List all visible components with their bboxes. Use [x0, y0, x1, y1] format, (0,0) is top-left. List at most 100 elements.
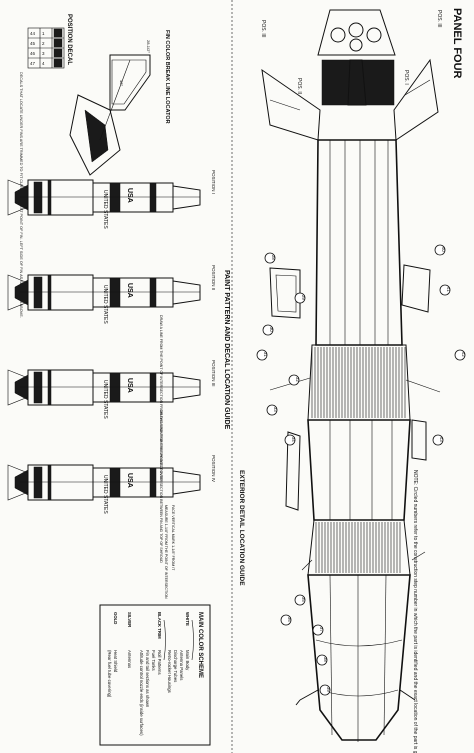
position-view-label: POSITION III	[211, 360, 216, 387]
step-callouts: 28 29 30 31 32 33 34 35 36 37 38 39 40 41 42 43	[256, 244, 466, 696]
paint-guide-section: PAINT PATTERN AND DECAL LOCATION GUIDE P…	[7, 14, 230, 746]
stage-lettering: UNITED STATES	[102, 285, 108, 324]
position-view-3: USA UNITED STATES POSITION III DRAW A LI…	[7, 360, 216, 563]
callout-circle	[294, 594, 306, 606]
silver-item: Antennas	[127, 650, 132, 668]
callout-number: 30	[269, 327, 274, 332]
callout-number: 35	[301, 597, 306, 602]
callout-number: 33	[273, 407, 278, 412]
callout-circle	[294, 292, 306, 304]
paint-guide-title: PAINT PATTERN AND DECAL LOCATION GUIDE	[223, 270, 230, 430]
decal-cell: 46	[30, 51, 36, 56]
fin	[393, 58, 439, 141]
exterior-guide-section: EXTERIOR DETAIL LOCATION GUIDE PANEL FOU…	[238, 8, 466, 753]
step-callout: 39	[319, 684, 331, 696]
decal-cell: 3	[42, 51, 45, 56]
callout-number: 34	[291, 437, 296, 442]
color-black-trim: BLACK TRIM	[157, 612, 162, 639]
decal-cell: 47	[30, 61, 36, 66]
callout-number: 37	[319, 627, 324, 632]
decal-cell: 2	[42, 41, 45, 46]
callout-number: 31	[263, 352, 268, 357]
callout-number: 32	[295, 377, 300, 382]
callout-number: 28	[271, 255, 276, 260]
fin-locator: FIN COLOR BREAK LINE LOCATOR 28-1/2° 42°	[69, 30, 170, 176]
callout-number: 41	[446, 287, 451, 292]
antenna-panel	[401, 264, 431, 313]
step-callout: 36	[280, 614, 292, 626]
step-callout: 28	[264, 252, 276, 264]
position-view-label: POSITION II	[211, 265, 216, 290]
white-item: Retro-rocket Housings	[167, 650, 172, 693]
callout-circle	[280, 614, 292, 626]
discharge-tube	[411, 419, 427, 461]
color-scheme-title: MAIN COLOR SCHEME	[197, 612, 203, 678]
callout-circle	[454, 349, 466, 361]
locator-angle: 28-1/2°	[146, 40, 151, 53]
usa-decal: USA	[126, 283, 133, 298]
callout-circle	[434, 244, 446, 256]
callout-number: 39	[326, 687, 331, 692]
step-callout: 37	[312, 624, 324, 636]
step-callout: 30	[262, 324, 274, 336]
pos-label: POS. I	[403, 70, 409, 85]
panel-title: PANEL FOUR	[451, 8, 463, 79]
black-item: Roll Patterns	[157, 650, 162, 675]
callout-number: 38	[323, 657, 328, 662]
antenna	[295, 689, 319, 706]
corrugated-section	[307, 519, 411, 576]
decal-cell: 1	[42, 31, 45, 36]
callout-note: MEASURE 1-1/8" FROM THE POINT OF INTERSE…	[164, 505, 168, 599]
step-callout: 42	[454, 349, 466, 361]
exterior-guide-title: EXTERIOR DETAIL LOCATION GUIDE	[238, 470, 245, 586]
body-tube	[315, 139, 403, 346]
callout-number: 29	[301, 295, 306, 300]
decal-table-title: POSITION DECAL	[66, 14, 72, 65]
gold-item: (Rear fuel tube covering)	[107, 650, 112, 698]
black-item: Fuel Tanks	[151, 650, 156, 671]
step-callout: 32	[288, 374, 300, 386]
step-callout: 31	[256, 349, 268, 361]
callout-circle	[284, 434, 296, 446]
gold-item: Heat Shield	[113, 650, 118, 673]
fin	[261, 68, 321, 141]
callout-circle	[288, 374, 300, 386]
callout-circle	[262, 324, 274, 336]
callout-number: 43	[439, 437, 444, 442]
color-scheme-legend: MAIN COLOR SCHEME WHITE Main Body Antenn…	[99, 604, 211, 746]
usa-decal: USA	[126, 473, 133, 488]
callout-number: 42	[461, 352, 466, 357]
position-decal-table: POSITION DECAL 44 1 45 2 46 3 47 4 DECAL…	[19, 14, 72, 318]
callout-circle	[312, 624, 324, 636]
decal-cell: 4	[42, 61, 45, 66]
pos-label: POS. III	[436, 10, 442, 28]
step-callout: 35	[294, 594, 306, 606]
note-line: NOTE: Circled numbers refer to the const…	[412, 470, 418, 753]
corrugated-section	[307, 344, 411, 421]
step-callout: 34	[284, 434, 296, 446]
engine-cluster	[317, 9, 396, 106]
color-gold: GOLD	[113, 612, 118, 624]
pos-label: POS. III	[260, 20, 266, 38]
usa-decal: USA	[126, 378, 133, 393]
step-callout: 33	[266, 404, 278, 416]
locator-angle: 42°	[119, 80, 124, 86]
antenna-panel	[269, 267, 301, 319]
position-view-4: USA UNITED STATES POSITION IV MEASURE 1-…	[7, 455, 216, 599]
color-silver: SILVER	[127, 612, 132, 628]
step-callout: 43	[432, 434, 444, 446]
position-view-1: USA UNITED STATES POSITION I	[7, 170, 216, 229]
fin	[347, 59, 367, 106]
stage-lettering: UNITED STATES	[102, 475, 108, 514]
decal-cell: 44	[30, 31, 36, 36]
stage-lettering: UNITED STATES	[102, 380, 108, 419]
callout-note: DRAW A LINE FROM THE POINT OF INTERSECTI…	[159, 410, 163, 563]
position-view-2: USA UNITED STATES POSITION II DRAW A LIN…	[7, 265, 216, 481]
step-callout: 38	[316, 654, 328, 666]
note-block: NOTE: Circled numbers refer to the const…	[412, 470, 418, 753]
callout-circle	[439, 284, 451, 296]
callout-number: 40	[441, 247, 446, 252]
callout-number: 36	[287, 617, 292, 622]
callout-note: FACE VERTICAL MARK 1-1/8" FROM IT	[171, 505, 175, 571]
